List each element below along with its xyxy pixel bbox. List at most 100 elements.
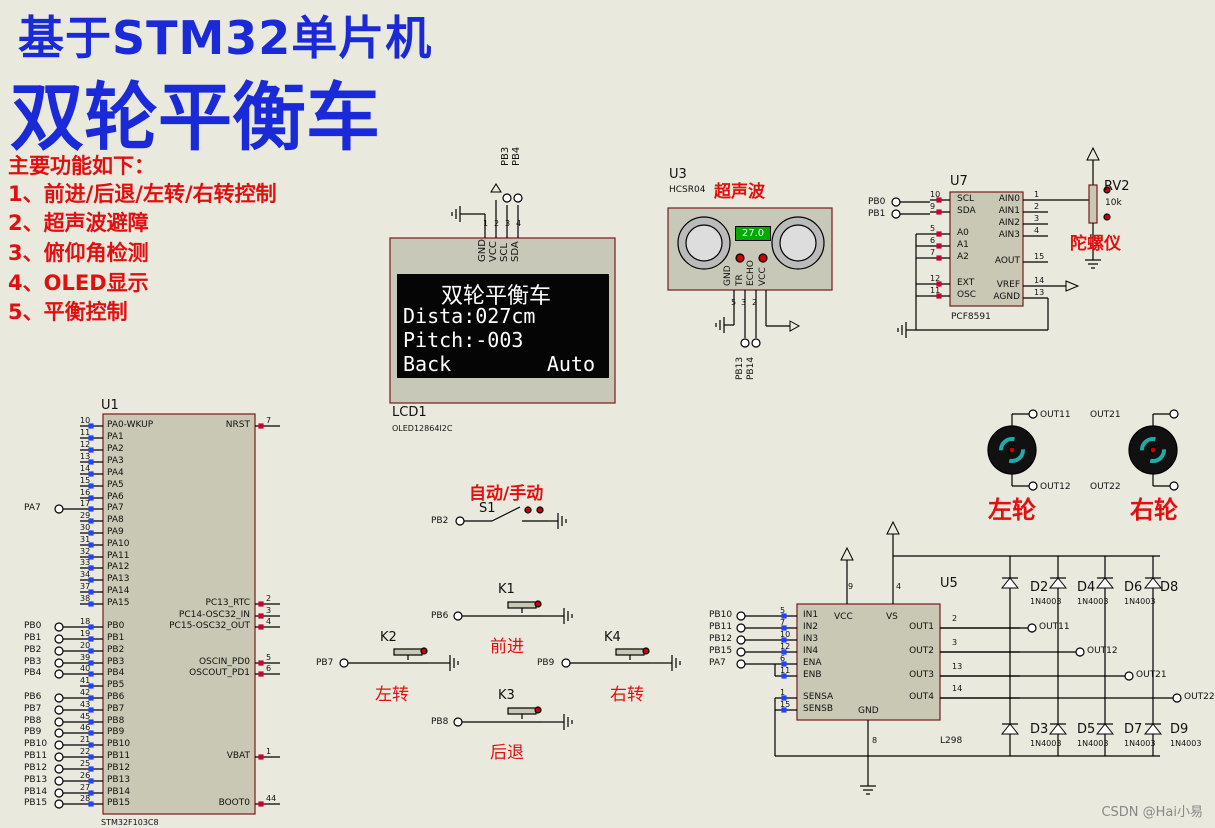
- u1-pin-label: PB14: [107, 787, 131, 797]
- diode-ref: D8: [1160, 580, 1179, 595]
- u1-net-terminal: [54, 764, 64, 774]
- u1-part: STM32F103C8: [101, 818, 159, 827]
- u1-net-label: PB7: [24, 704, 42, 714]
- u1-pin-num: 13: [80, 452, 91, 461]
- u1-pin-marker: [88, 636, 94, 642]
- u3-pin-num: 5: [731, 298, 737, 307]
- u1-body: [102, 413, 256, 815]
- key-pin: [534, 600, 542, 608]
- u1-pin-marker: [88, 435, 94, 441]
- oled-line4-right: Auto: [546, 352, 595, 376]
- switch-net: PB2: [431, 516, 449, 526]
- u5-pin-marker: [781, 625, 787, 631]
- u7-net-pb1: PB1: [868, 209, 886, 219]
- u7-pin-label: A2: [957, 252, 969, 262]
- key-label: 后退: [490, 743, 524, 763]
- u1-pin-num: 12: [80, 440, 91, 449]
- u5-pin-num: 15: [780, 700, 791, 709]
- u7-pin-num: 15: [1034, 252, 1045, 261]
- rv2-pin: [1103, 186, 1111, 194]
- u1-pin-label: PA10: [107, 539, 130, 549]
- u1-pin-marker: [88, 447, 94, 453]
- pb14-terminal: [751, 338, 761, 348]
- u1-pin-label: PB12: [107, 763, 131, 773]
- u1-net-label: PB12: [24, 763, 48, 773]
- oled-display: 双轮平衡车 Dista:027cm Pitch:-003 Back Auto: [397, 274, 609, 378]
- pb3-terminal: [502, 193, 512, 203]
- u3-led: [758, 253, 768, 263]
- u1-pin-label: PC15-OSC32_OUT: [169, 621, 250, 631]
- feature-item: 3、俯仰角检测: [8, 241, 149, 265]
- u5-pin-num: 6: [780, 654, 786, 663]
- key-cap: [615, 648, 645, 656]
- u5-pin-label: GND: [858, 706, 879, 716]
- u5-pin-marker: [781, 637, 787, 643]
- u1-pin-num: 18: [80, 617, 91, 626]
- u1-pin-marker: [88, 589, 94, 595]
- key-cap: [507, 601, 537, 609]
- u7-pin-num: 14: [1034, 276, 1045, 285]
- u5-out-terminal: [1075, 647, 1085, 657]
- u5-pin-num: 10: [780, 630, 791, 639]
- u7-pin-label: AIN3: [998, 230, 1020, 240]
- oled-line4-left: Back: [403, 352, 452, 376]
- u3-pin-gnd: GND: [723, 265, 733, 286]
- u3-net-pb14: PB14: [746, 356, 756, 380]
- power-arrow: [1065, 280, 1080, 292]
- u1-pin-label: PB0: [107, 621, 125, 631]
- feature-item: 2、超声波避障: [8, 211, 149, 235]
- u1-net-label: PB11: [24, 751, 48, 761]
- u7-pin-label: AIN1: [998, 206, 1020, 216]
- u1-pin-marker: [88, 648, 94, 654]
- u1-pin-num: 26: [80, 771, 91, 780]
- u3-led: [735, 253, 745, 263]
- u7-pin-label: EXT: [957, 278, 975, 288]
- u1-pin-num: 31: [80, 535, 91, 544]
- u7-pin-marker: [936, 255, 942, 261]
- u1-pin-num: 6: [266, 664, 272, 673]
- u1-pin-num: 11: [80, 428, 91, 437]
- u1-net-label: PB0: [24, 621, 42, 631]
- u7-pin-label: A1: [957, 240, 969, 250]
- key-net: PB8: [431, 717, 449, 727]
- diode-part: 1N4003: [1030, 739, 1062, 748]
- u7-pb0-terminal: [891, 197, 901, 207]
- u1-pin-marker: [88, 683, 94, 689]
- u1-pin-marker: [258, 423, 264, 429]
- u1-net-terminal: [54, 705, 64, 715]
- u5-pin-label: ENB: [803, 670, 822, 680]
- u1-net-terminal: [54, 693, 64, 703]
- u1-net-terminal: [54, 728, 64, 738]
- u1-pin-num: 5: [266, 653, 272, 662]
- pb4-terminal: [513, 193, 523, 203]
- u3-pin-vcc: VCC: [758, 267, 768, 286]
- u5-pin-marker: [781, 613, 787, 619]
- u1-pin-num: 22: [80, 747, 91, 756]
- u1-pin-label: PC14-OSC32_IN: [178, 610, 250, 620]
- u7-pin-label: AIN0: [998, 194, 1020, 204]
- u5-pin-marker: [781, 707, 787, 713]
- u1-pin-marker: [88, 778, 94, 784]
- feature-item: 4、OLED显示: [8, 271, 149, 295]
- u7-pin-num: 2: [1034, 202, 1040, 211]
- key-cap: [393, 648, 423, 656]
- diode-ref: D4: [1077, 580, 1096, 595]
- u3-transducer-left-inner: [685, 224, 723, 262]
- u1-net-label: PB14: [24, 787, 48, 797]
- u1-pin-num: 46: [80, 723, 91, 732]
- u1-pin-marker: [88, 766, 94, 772]
- u1-net-terminal: [54, 669, 64, 679]
- power-arrow: [490, 183, 502, 193]
- u1-net-label: PB9: [24, 727, 42, 737]
- u7-pin-label: VREF: [996, 280, 1020, 290]
- watermark: CSDN @Hai小易: [1101, 805, 1203, 820]
- u1-pin-num: 14: [80, 464, 91, 473]
- lcd-pin-sda: SDA: [510, 241, 521, 262]
- diode-part: 1N4003: [1030, 597, 1062, 606]
- u7-pin-num: 1: [1034, 190, 1040, 199]
- u5-pin-num: 1: [780, 688, 786, 697]
- u5-pin-num: 3: [952, 638, 958, 647]
- rv2-pin: [1103, 213, 1111, 221]
- u1-pin-num: 45: [80, 712, 91, 721]
